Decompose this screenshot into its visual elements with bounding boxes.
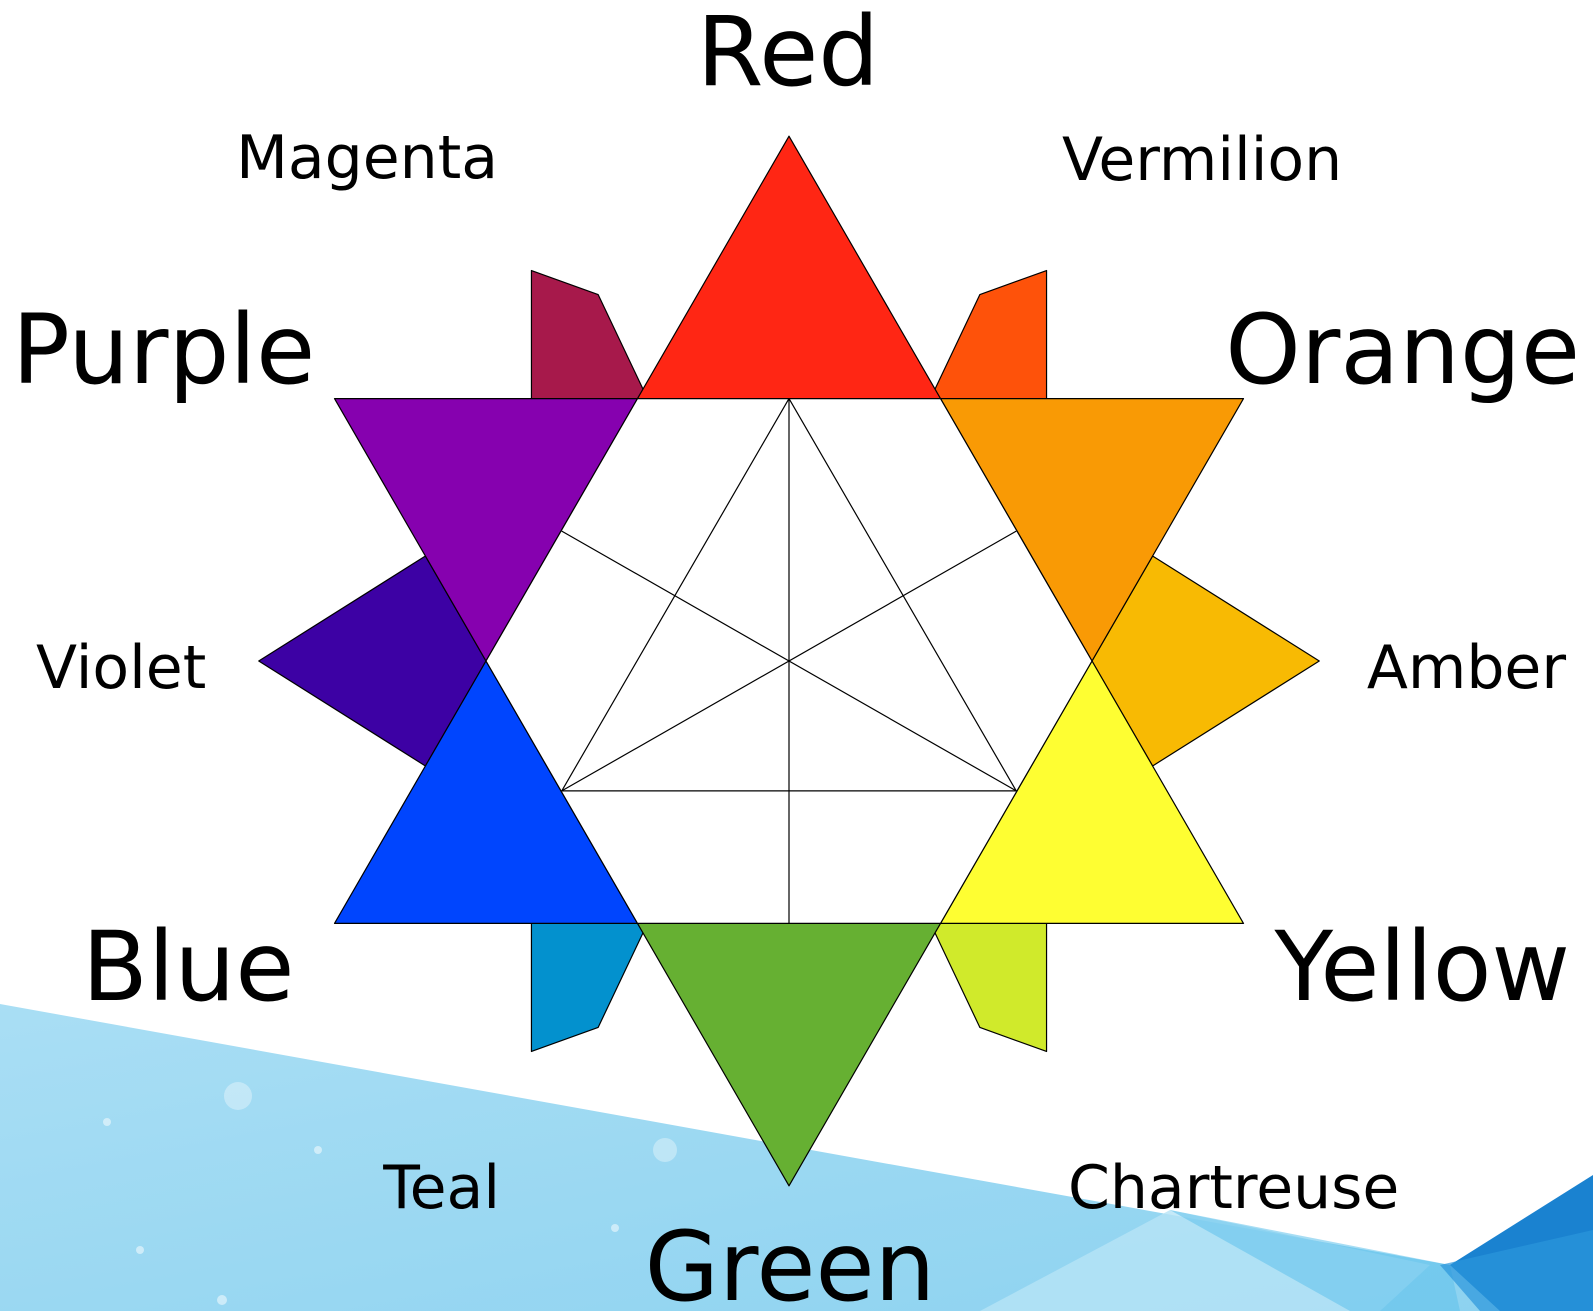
teal-segment (531, 923, 647, 1051)
label-violet: Violet (36, 633, 206, 703)
vermilion-segment (931, 271, 1047, 399)
background-bubble (136, 1246, 144, 1254)
background-bubble (224, 1082, 252, 1110)
background-bubble (314, 1146, 322, 1154)
label-chartreuse: Chartreuse (1068, 1153, 1399, 1223)
chartreuse-segment (931, 923, 1047, 1051)
label-purple: Purple (12, 294, 315, 406)
background-bubble (103, 1118, 111, 1126)
label-red: Red (697, 0, 879, 108)
label-yellow: Yellow (1273, 911, 1570, 1023)
label-magenta: Magenta (236, 123, 498, 193)
magenta-segment (531, 271, 647, 399)
label-orange: Orange (1225, 294, 1580, 406)
red-segment (638, 136, 941, 398)
label-teal: Teal (382, 1153, 500, 1223)
label-amber: Amber (1367, 633, 1566, 703)
color-wheel (259, 136, 1320, 1186)
label-vermilion: Vermilion (1062, 125, 1342, 195)
label-green: Green (645, 1211, 936, 1311)
background-bubble (217, 1295, 227, 1305)
background-bubble (611, 1224, 619, 1232)
background-bubble (653, 1138, 677, 1162)
label-blue: Blue (82, 911, 294, 1023)
